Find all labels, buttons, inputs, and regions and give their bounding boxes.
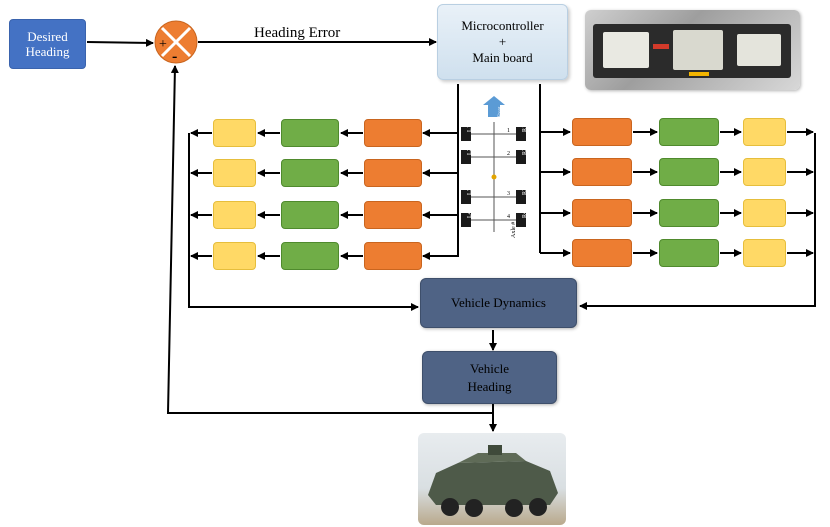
vehicle-dynamics-block: Vehicle Dynamics — [420, 278, 577, 328]
right-driver-2 — [572, 158, 632, 186]
heading-error-label: Heading Error — [254, 25, 340, 41]
left-driver-4 — [364, 242, 422, 270]
junction-minus: - — [172, 48, 177, 65]
right-wheel-tag-4 — [516, 213, 526, 227]
left-wheel-tag-label-1: L1 — [467, 125, 473, 132]
axle-number-4: 4 — [507, 214, 510, 220]
right-wheel-4 — [743, 239, 786, 267]
left-wheel-tag-2 — [461, 150, 471, 164]
main-board-photo — [585, 10, 800, 90]
right-wheel-1 — [743, 118, 786, 146]
left-wheel-tag-3 — [461, 190, 471, 204]
left-wheel-tag-label-2: L2 — [467, 148, 473, 155]
left-wheel-tag-label-3: L3 — [467, 188, 473, 195]
left-wheel-4 — [213, 242, 256, 270]
axle-caption: Axle # — [511, 222, 517, 238]
left-motor-4 — [281, 242, 339, 270]
left-wheel-3 — [213, 201, 256, 229]
summing-junction: + - — [154, 20, 198, 65]
right-wheel-tag-2 — [516, 150, 526, 164]
desired-heading-block: Desired Heading — [9, 19, 86, 69]
right-wheel-3 — [743, 199, 786, 227]
right-wheel-tag-1 — [516, 127, 526, 141]
vehicle-photo — [418, 433, 566, 525]
left-wheel-2 — [213, 159, 256, 187]
right-motor-4 — [659, 239, 719, 267]
right-wheel-tag-label-3: R3 — [522, 188, 528, 195]
right-chain-arrows — [633, 128, 814, 257]
right-wheel-tag-label-1: R1 — [522, 125, 528, 132]
left-motor-3 — [281, 201, 339, 229]
right-wheel-tag-3 — [516, 190, 526, 204]
vehicle-heading-block: Vehicle Heading — [422, 351, 557, 404]
heading-feedback-loop — [166, 65, 493, 414]
right-motor-3 — [659, 199, 719, 227]
right-wheel-tag-label-4: R4 — [522, 211, 528, 218]
left-driver-3 — [364, 201, 422, 229]
right-driver-4 — [572, 239, 632, 267]
left-motor-1 — [281, 119, 339, 147]
right-bus — [539, 84, 571, 257]
right-wheel-tag-label-2: R2 — [522, 148, 528, 155]
left-feedback-bus — [188, 133, 419, 311]
junction-plus: + — [159, 37, 167, 52]
left-chain-arrows — [190, 129, 363, 260]
right-driver-1 — [572, 118, 632, 146]
right-motor-1 — [659, 118, 719, 146]
left-motor-2 — [281, 159, 339, 187]
axle-number-3: 3 — [507, 191, 510, 197]
left-wheel-tag-1 — [461, 127, 471, 141]
left-wheel-tag-label-4: L4 — [467, 211, 473, 218]
right-motor-2 — [659, 158, 719, 186]
left-driver-1 — [364, 119, 422, 147]
left-driver-2 — [364, 159, 422, 187]
axle-front-label: Front — [498, 106, 503, 117]
left-wheel-1 — [213, 119, 256, 147]
right-feedback-bus — [579, 133, 816, 310]
axle-number-1: 1 — [507, 128, 510, 134]
axle-schematic: Front Axle # L1 R1 1L2 R2 2L3 R3 3L4 R4 4 — [461, 96, 528, 238]
left-bus — [422, 84, 459, 260]
right-wheel-2 — [743, 158, 786, 186]
left-wheel-tag-4 — [461, 213, 471, 227]
axle-number-2: 2 — [507, 151, 510, 157]
microcontroller-block: Microcontroller + Main board — [437, 4, 568, 80]
right-driver-3 — [572, 199, 632, 227]
arrow-desired-to-junction — [86, 38, 154, 47]
